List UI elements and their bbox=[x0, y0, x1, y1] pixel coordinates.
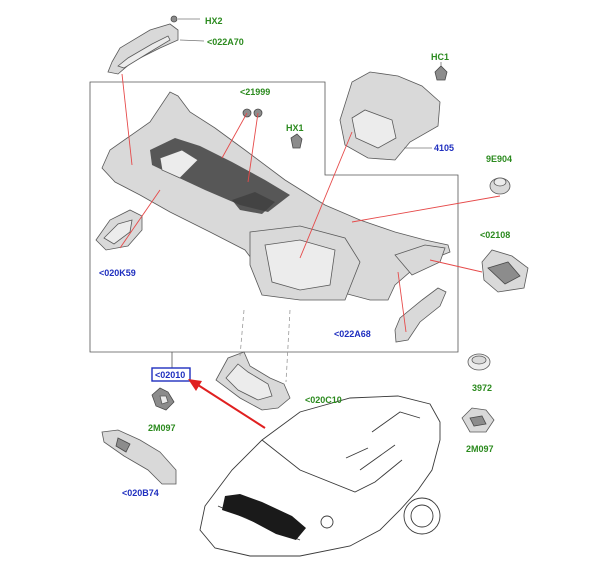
fastener-hc1 bbox=[434, 62, 448, 81]
clip-2m097-left bbox=[151, 387, 175, 411]
side-trim-right-022a68 bbox=[394, 287, 447, 343]
bracket-020b74 bbox=[101, 429, 177, 485]
fastener-hx1 bbox=[290, 133, 303, 149]
callout-022a68[interactable]: <022A68 bbox=[334, 329, 371, 339]
vehicle-cowl-highlight bbox=[222, 494, 306, 540]
vehicle-outline bbox=[199, 395, 441, 557]
callout-hx1[interactable]: HX1 bbox=[286, 123, 304, 133]
highlight-box bbox=[151, 367, 191, 382]
cowl-panel bbox=[101, 91, 451, 301]
callout-4105[interactable]: 4105 bbox=[434, 143, 454, 153]
callout-02010[interactable]: <02010 bbox=[155, 370, 185, 380]
callout-hc1[interactable]: HC1 bbox=[431, 52, 449, 62]
lower-trim-020c10 bbox=[215, 351, 291, 411]
callout-9e904[interactable]: 9E904 bbox=[486, 154, 512, 164]
side-trim-upper-left bbox=[107, 15, 179, 75]
callout-020k59[interactable]: <020K59 bbox=[99, 268, 136, 278]
callout-020c10[interactable]: <020C10 bbox=[305, 395, 342, 405]
dashed-line-left bbox=[239, 309, 245, 357]
callout-3972[interactable]: 3972 bbox=[472, 383, 492, 393]
dashed-line-right bbox=[285, 309, 291, 383]
callout-022a70[interactable]: <022A70 bbox=[207, 37, 244, 47]
callout-hx2[interactable]: HX2 bbox=[205, 16, 223, 26]
callout-2m097-right[interactable]: 2M097 bbox=[466, 444, 494, 454]
assembly-frame bbox=[89, 81, 459, 353]
callout-02108[interactable]: <02108 bbox=[480, 230, 510, 240]
callout-2m097-left[interactable]: 2M097 bbox=[148, 423, 176, 433]
red-arrow bbox=[188, 379, 266, 429]
callout-21999[interactable]: <21999 bbox=[240, 87, 270, 97]
grommet-9e904 bbox=[489, 177, 511, 195]
seal-020k59 bbox=[95, 209, 143, 251]
bracket-02108 bbox=[481, 249, 529, 293]
plug-3972 bbox=[467, 353, 491, 371]
callout-020b74[interactable]: <020B74 bbox=[122, 488, 159, 498]
cover-panel-4105 bbox=[339, 71, 441, 161]
red-leaders bbox=[119, 73, 501, 333]
clip-2m097-right bbox=[461, 407, 495, 433]
